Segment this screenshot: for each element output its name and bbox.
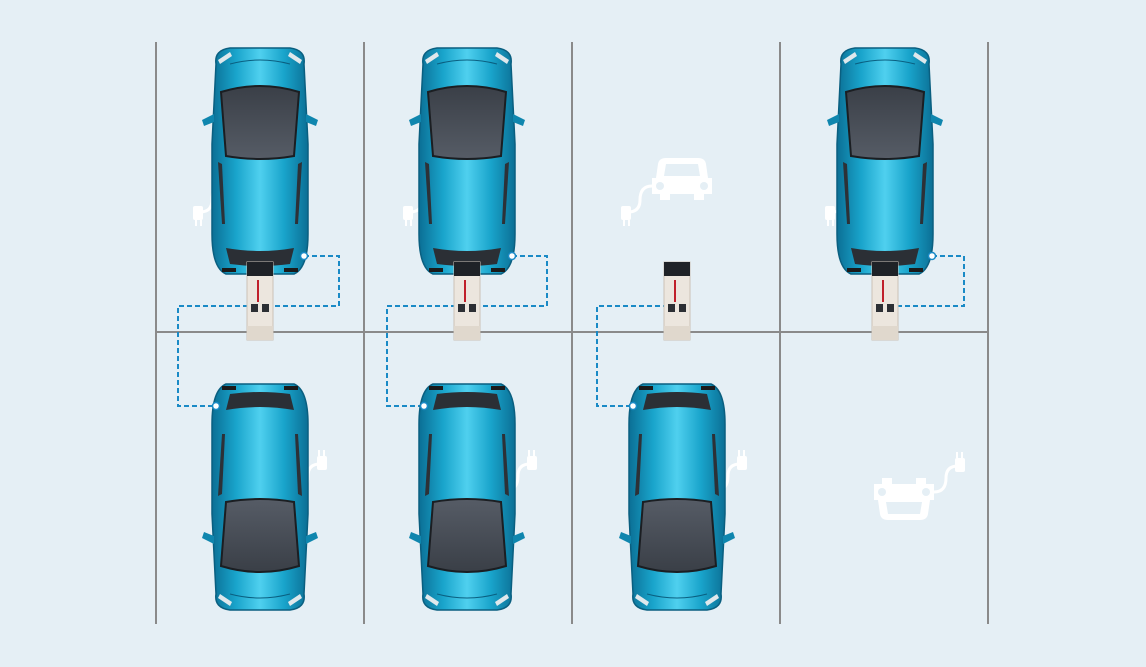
charging-cable <box>177 255 340 407</box>
ev-parking-icon <box>619 156 714 228</box>
ev-parking-icon <box>872 450 967 522</box>
charging-station <box>453 261 481 341</box>
bottom-row-cars <box>201 383 736 611</box>
charging-station <box>246 261 274 341</box>
parking-lines <box>155 42 989 624</box>
vehicle-inlet <box>419 401 429 411</box>
electric-car <box>408 383 526 611</box>
electric-car <box>201 47 319 275</box>
charging-cable <box>896 255 965 307</box>
vehicle-inlet <box>927 251 937 261</box>
charging-cable <box>596 305 676 407</box>
electric-car <box>408 47 526 275</box>
electric-car <box>201 383 319 611</box>
charging-station <box>663 261 691 341</box>
electric-car <box>618 383 736 611</box>
vehicle-inlet <box>507 251 517 261</box>
vehicle-inlet <box>628 401 638 411</box>
charging-station <box>871 261 899 341</box>
connector-points <box>211 251 937 411</box>
vehicle-inlet <box>211 401 221 411</box>
vehicle-inlet <box>299 251 309 261</box>
electric-car <box>826 47 944 275</box>
